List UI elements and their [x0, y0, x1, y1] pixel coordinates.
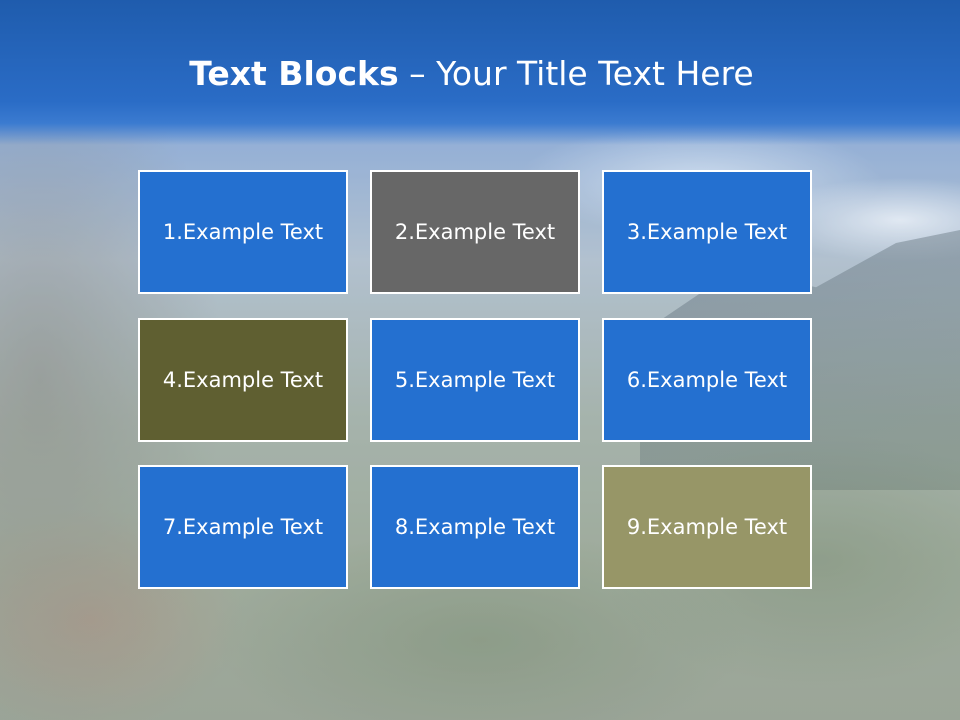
- text-block-5: 5.Example Text: [370, 318, 580, 442]
- title-bold-text: Text Blocks: [189, 54, 399, 93]
- text-blocks-grid: 1.Example Text 2.Example Text 3.Example …: [138, 170, 816, 594]
- text-block-label: 1.Example Text: [162, 220, 324, 244]
- text-block-label: 2.Example Text: [394, 220, 556, 244]
- text-block-label: 7.Example Text: [162, 515, 324, 539]
- text-block-label: 3.Example Text: [626, 220, 788, 244]
- title-dash: –: [398, 54, 437, 93]
- text-block-label: 9.Example Text: [626, 515, 788, 539]
- text-block-4: 4.Example Text: [138, 318, 348, 442]
- text-block-8: 8.Example Text: [370, 465, 580, 589]
- text-block-label: 5.Example Text: [394, 368, 556, 392]
- text-block-6: 6.Example Text: [602, 318, 812, 442]
- text-block-label: 4.Example Text: [162, 368, 324, 392]
- text-block-label: 8.Example Text: [394, 515, 556, 539]
- text-block-7: 7.Example Text: [138, 465, 348, 589]
- text-block-9: 9.Example Text: [602, 465, 812, 589]
- title-bar: Text Blocks – Your Title Text Here: [0, 0, 960, 145]
- text-block-1: 1.Example Text: [138, 170, 348, 294]
- title-rest-text: Your Title Text Here: [436, 54, 754, 93]
- text-block-3: 3.Example Text: [602, 170, 812, 294]
- slide-title: Text Blocks – Your Title Text Here: [0, 52, 943, 96]
- text-block-label: 6.Example Text: [626, 368, 788, 392]
- text-block-2: 2.Example Text: [370, 170, 580, 294]
